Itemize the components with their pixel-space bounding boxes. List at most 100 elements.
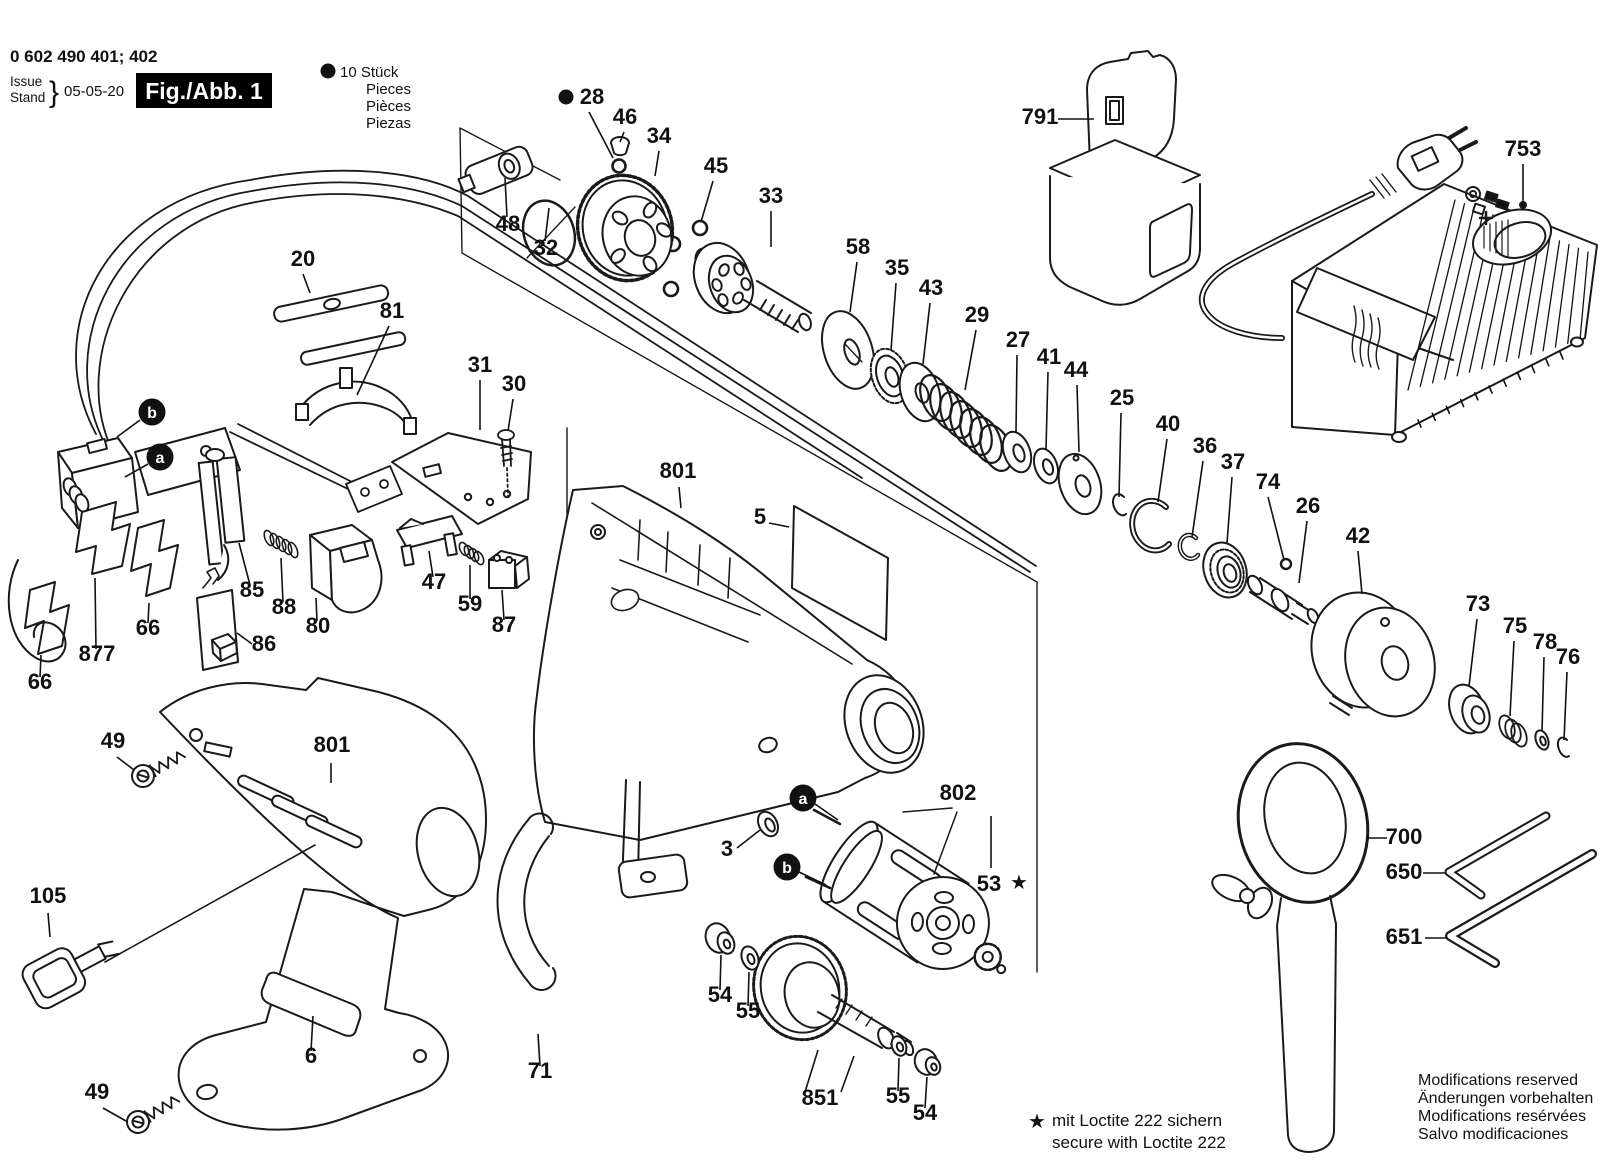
callout-88-34: 88 — [272, 594, 296, 619]
ring-76 — [1556, 736, 1570, 758]
block-87 — [488, 550, 530, 589]
fin-line — [1567, 247, 1580, 345]
bushing-73 — [1448, 683, 1491, 735]
switch-assembly — [57, 427, 241, 529]
vent-tick — [1474, 391, 1479, 401]
part-number: 0 602 490 401; 402 — [10, 47, 157, 66]
callout-700-57: 700 — [1386, 824, 1423, 849]
plus-icon — [1478, 210, 1494, 226]
callout-29-8: 29 — [965, 302, 989, 327]
leader-line — [315, 597, 318, 622]
leader-line — [1267, 496, 1285, 561]
callout-73-19: 73 — [1466, 591, 1490, 616]
marker-letter-a: a — [156, 450, 165, 467]
lead-wire — [7, 559, 67, 663]
leader-line — [897, 1057, 900, 1092]
callout-78-21: 78 — [1533, 629, 1557, 654]
washer-55-left — [740, 945, 760, 971]
vent-tick — [1530, 364, 1536, 374]
callout-26-17: 26 — [1296, 493, 1320, 518]
leader-line — [719, 954, 722, 991]
vent-tick — [1502, 378, 1507, 388]
washer-41 — [1032, 447, 1060, 485]
leader-line — [507, 398, 514, 432]
leader-line — [924, 1076, 928, 1109]
hex-key-650 — [1444, 811, 1551, 900]
callout-58-5: 58 — [846, 234, 870, 259]
vent-tick — [1516, 371, 1522, 381]
modifications-line: Modifications reserved — [1418, 1072, 1578, 1089]
leader-line — [804, 1049, 819, 1093]
charger-top-panel — [1296, 267, 1436, 361]
callout-34-2: 34 — [647, 123, 672, 148]
callout-791-23: 791 — [1022, 104, 1059, 129]
callout-802-50: 802 — [940, 780, 977, 805]
leader-line — [1298, 520, 1308, 584]
fin-line — [1431, 206, 1475, 384]
leader-line — [747, 971, 750, 1007]
leader-line — [890, 282, 897, 351]
fin-line — [1530, 236, 1551, 355]
wire-harness — [75, 169, 1037, 573]
leader-line — [1118, 412, 1122, 498]
belt-clip-71 — [496, 812, 557, 991]
callout-45-3: 45 — [704, 153, 728, 178]
pcb-31 — [391, 432, 532, 525]
callout-105-44: 105 — [30, 883, 67, 908]
footnotes: ★ mit Loctite 222 sichern secure with Lo… — [1028, 1072, 1593, 1152]
ball-74 — [1279, 557, 1293, 571]
marker-letter-b: b — [147, 405, 157, 422]
switch-slider-80 — [309, 524, 383, 614]
auxiliary-handle-700 — [1211, 742, 1370, 1153]
star-icon: ★ — [1028, 1111, 1046, 1133]
callout-47-40: 47 — [422, 569, 446, 594]
figure-label-box — [136, 73, 272, 108]
leader-line — [588, 111, 614, 159]
leader-line — [736, 829, 761, 849]
qty-line: Piezas — [366, 115, 411, 132]
gear-34 — [575, 173, 675, 283]
cap-46 — [610, 136, 630, 157]
brace: } — [49, 76, 59, 109]
insert-strip-6 — [260, 971, 362, 1037]
star-icon: ★ — [1010, 872, 1028, 894]
spring-clip-66-left — [24, 581, 70, 655]
vent-tick — [1417, 419, 1422, 428]
callout-42-18: 42 — [1346, 523, 1370, 548]
leader-line — [678, 486, 682, 509]
screw-49-bottom — [126, 1096, 181, 1134]
leader-line — [1509, 640, 1515, 717]
callout-76-22: 76 — [1556, 644, 1580, 669]
leader-line — [1357, 550, 1363, 595]
ring-32 — [521, 199, 577, 267]
vent-tick — [1445, 405, 1451, 415]
leader-line — [619, 131, 625, 143]
leader-line — [116, 756, 135, 771]
callout-650-58: 650 — [1386, 859, 1423, 884]
charger-foot — [1391, 431, 1407, 443]
leader-lines — [39, 111, 1568, 1122]
callout-55-55: 55 — [886, 1083, 910, 1108]
header: 0 602 490 401; 402 Issue Stand } 05-05-2… — [10, 47, 411, 132]
callout-66-39: 66 — [28, 669, 52, 694]
vent-tick — [1459, 398, 1465, 408]
callout-28-0: 28 — [580, 84, 604, 109]
marker-letter-b: b — [782, 860, 792, 877]
power-plug — [1369, 126, 1478, 199]
callout-801-45: 801 — [314, 732, 351, 757]
leader-line — [310, 1015, 314, 1052]
washer-3 — [756, 810, 780, 838]
leader-line — [1541, 656, 1545, 732]
callout-74-16: 74 — [1256, 469, 1281, 494]
marker-circle-a-2 — [789, 784, 817, 812]
leader-line — [654, 150, 660, 177]
roller-54-right — [913, 1048, 942, 1076]
issue-label: Issue — [10, 74, 42, 89]
gear-851 — [752, 934, 915, 1057]
leader-line — [1076, 384, 1080, 453]
spring-88 — [263, 529, 299, 559]
callout-651-59: 651 — [1386, 924, 1423, 949]
callout-801-31: 801 — [660, 458, 697, 483]
spindle-33 — [692, 241, 812, 333]
leader-line — [544, 207, 550, 242]
